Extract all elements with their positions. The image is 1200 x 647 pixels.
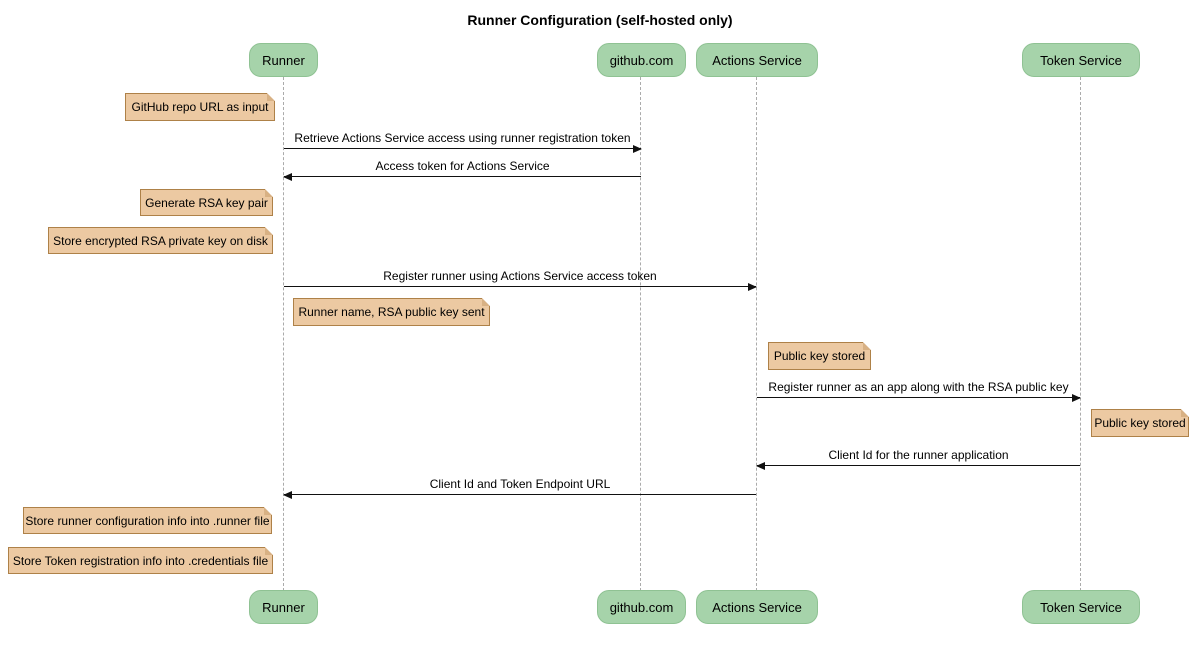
participant-token-service-bottom: Token Service [1022,590,1140,624]
participant-token-service-top: Token Service [1022,43,1140,77]
note-store-token-registration: Store Token registration info into .cred… [8,547,273,574]
note-store-runner-configuration: Store runner configuration info into .ru… [23,507,272,534]
message-label: Client Id for the runner application [828,448,1009,462]
message-label: Client Id and Token Endpoint URL [429,477,611,491]
note-store-encrypted-rsa-private-key: Store encrypted RSA private key on disk [48,227,273,254]
lifeline-actions-service [756,77,757,591]
message-label: Register runner using Actions Service ac… [383,269,657,283]
participant-github-com-bottom: github.com [597,590,686,624]
message-line [284,286,756,287]
message-line [757,465,1080,466]
note-public-key-stored-token: Public key stored [1091,409,1189,437]
message-line [284,148,641,149]
participant-github-com-top: github.com [597,43,686,77]
arrow-right-icon [748,282,757,291]
arrow-left-icon [283,490,292,499]
arrow-left-icon [756,461,765,470]
arrow-right-icon [1072,393,1081,402]
message-label: Register runner as an app along with the… [768,380,1069,394]
participant-runner-bottom: Runner [249,590,318,624]
note-github-repo-url-as-input: GitHub repo URL as input [125,93,275,121]
arrow-left-icon [283,172,292,181]
message-line [757,397,1080,398]
message-line [284,494,756,495]
message-label: Retrieve Actions Service access using ru… [294,131,631,145]
diagram-title: Runner Configuration (self-hosted only) [467,12,733,28]
participant-actions-service-bottom: Actions Service [696,590,818,624]
message-line [284,176,641,177]
participant-actions-service-top: Actions Service [696,43,818,77]
note-runner-name-rsa-public-key-sent: Runner name, RSA public key sent [293,298,490,326]
participant-runner-top: Runner [249,43,318,77]
lifeline-runner [283,77,284,591]
lifeline-github-com [640,77,641,591]
note-public-key-stored-actions: Public key stored [768,342,871,370]
message-label: Access token for Actions Service [375,159,550,173]
arrow-right-icon [633,144,642,153]
lifeline-token-service [1080,77,1081,591]
note-generate-rsa-key-pair: Generate RSA key pair [140,189,273,216]
